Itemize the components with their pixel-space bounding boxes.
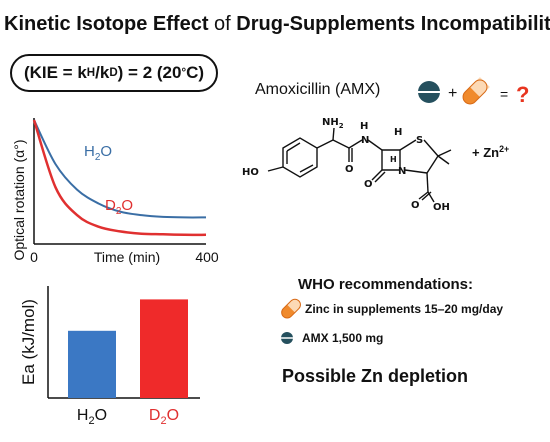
kie-sub-h: H bbox=[86, 67, 96, 79]
atom-ho: HO bbox=[242, 167, 259, 178]
question-mark: ? bbox=[516, 82, 529, 107]
x-tick-0: 0 bbox=[30, 249, 38, 265]
atom-s: S bbox=[416, 135, 423, 146]
who-recommendations-title: WHO recommendations: bbox=[298, 276, 474, 293]
equation-equals: = bbox=[500, 86, 508, 102]
zinc-capsule-icon bbox=[281, 298, 301, 319]
page-title: Kinetic Isotope Effect of Drug-Supplemen… bbox=[4, 12, 550, 36]
title-incompatibility: Drug-Supplements Incompatibility bbox=[236, 13, 550, 35]
atom-nh2: NH2 bbox=[322, 117, 344, 130]
amx-tablet-icon bbox=[281, 332, 293, 344]
bar-d2o bbox=[140, 299, 188, 398]
atom-h-bridge: H bbox=[390, 155, 397, 164]
atom-o-lactam: O bbox=[364, 179, 373, 190]
x-tick-400: 400 bbox=[195, 249, 219, 265]
capsule-icon bbox=[462, 77, 490, 105]
atom-o-carboxyl: O bbox=[411, 200, 420, 211]
kie-close: ) = 2 (20 bbox=[117, 63, 182, 82]
bar-chart-ylabel: Ea (kJ/mol) bbox=[19, 299, 38, 385]
line-chart-xlabel: Time (min) bbox=[94, 249, 160, 265]
kie-mid: /k bbox=[95, 63, 110, 82]
zinc-ion-label: + Zn2+ bbox=[472, 144, 510, 160]
bar-label-d2o: D2O bbox=[149, 407, 179, 427]
who-amx-recommendation: AMX 1,500 mg bbox=[302, 331, 384, 345]
title-kie: Kinetic Isotope Effect bbox=[4, 13, 209, 35]
title-of: of bbox=[208, 13, 237, 35]
kie-degree: ° bbox=[181, 67, 187, 79]
bar-h2o bbox=[68, 330, 116, 398]
d2o-series-line bbox=[32, 119, 207, 237]
atom-h-ring: H bbox=[394, 127, 402, 138]
atom-n-ring: N bbox=[398, 166, 406, 177]
conclusion-text: Possible Zn depletion bbox=[282, 366, 469, 386]
tablet-icon bbox=[418, 81, 440, 103]
line-chart-ylabel: Optical rotation (α°) bbox=[11, 139, 27, 260]
kie-open: (KIE = k bbox=[23, 63, 87, 82]
structure-atoms: HO NH2 H N H S O N H O O OH bbox=[242, 117, 450, 213]
h2o-series-label: H2O bbox=[84, 143, 112, 163]
kie-sub-d: D bbox=[109, 67, 118, 79]
atom-h-amide: H bbox=[360, 121, 368, 132]
kie-end: C) bbox=[186, 63, 205, 82]
bar-label-h2o: H2O bbox=[77, 407, 107, 427]
atom-o-amide: O bbox=[345, 164, 354, 175]
h2o-series-line bbox=[33, 119, 207, 219]
structure-bonds bbox=[267, 127, 452, 203]
atom-oh: OH bbox=[433, 202, 450, 213]
equation-plus: + bbox=[448, 85, 457, 102]
who-zinc-recommendation: Zinc in supplements 15–20 mg/day bbox=[305, 302, 504, 316]
atom-n-amide: N bbox=[361, 135, 369, 146]
amoxicillin-label: Amoxicillin (AMX) bbox=[255, 81, 381, 98]
d2o-series-label: D2O bbox=[105, 197, 133, 217]
